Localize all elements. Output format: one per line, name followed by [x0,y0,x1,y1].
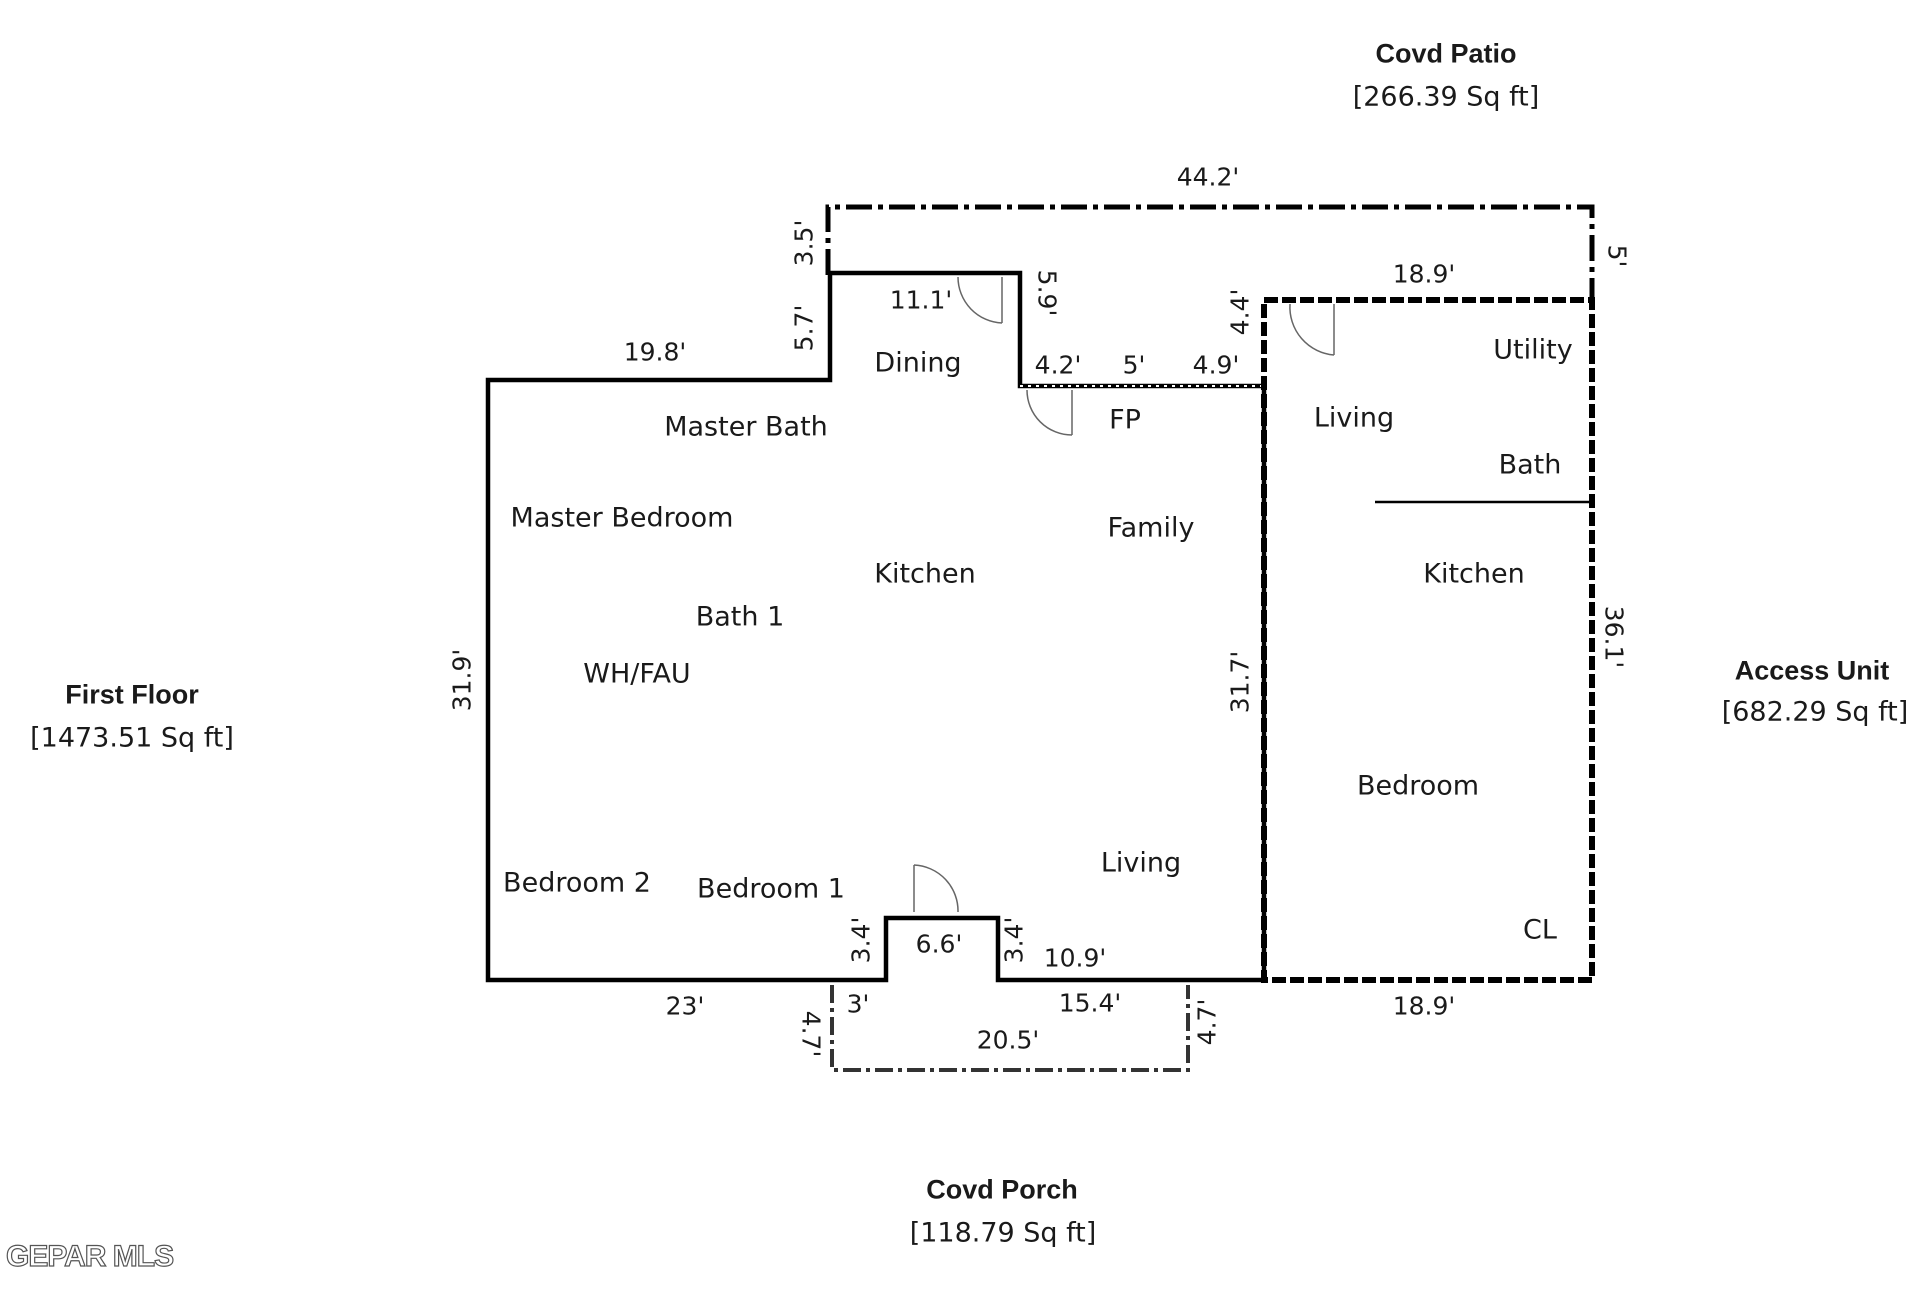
dim-patio-depth-left: 3.5' [789,219,819,267]
unit-room-bedroom: Bedroom [1356,770,1480,802]
dim-patio-width: 44.2' [1176,162,1240,192]
room-dining: Dining [874,347,962,379]
access-unit-title: Access Unit [1734,655,1890,686]
door-fp [1026,389,1073,436]
covd-porch-title: Covd Porch [926,1174,1078,1205]
first-floor-title: First Floor [65,679,199,710]
door-dining [957,276,1003,324]
dim-unit-top: 18.9' [1392,259,1456,289]
dim-dining-top: 11.1' [889,285,953,315]
covd-porch-size: [118.79 Sq ft] [909,1217,1097,1249]
dim-main-top-left: 19.8' [623,337,687,367]
room-master-bath: Master Bath [664,411,828,443]
unit-room-living: Living [1313,402,1395,434]
access-unit-wall [1261,297,1595,983]
room-master-bedroom: Master Bedroom [510,502,734,534]
dim-dining-right: 5.9' [1032,269,1062,317]
unit-room-cl: CL [1523,914,1557,946]
mls-logo: GEPAR MLS [5,1239,174,1273]
room-family: Family [1107,512,1195,544]
room-living: Living [1100,847,1182,879]
dim-entry-right: 3.4' [999,916,1029,964]
dim-upper-left-wall: 5.7' [789,304,819,352]
unit-room-kitchen: Kitchen [1423,558,1525,590]
unit-room-utility: Utility [1493,334,1573,366]
porch-outline [830,985,1190,1072]
dim-mid-wall: 31.7' [1225,650,1255,714]
dim-entry-left: 3.4' [846,916,876,964]
room-wh-fau: WH/FAU [583,658,691,690]
room-bath-1: Bath 1 [695,601,785,633]
door-entry [913,864,959,913]
dim-fp-right: 4.9' [1192,350,1240,380]
room-bedroom-2: Bedroom 2 [503,867,651,899]
door-unit [1289,303,1335,356]
dim-porch-left-offset: 3' [846,989,870,1019]
dim-unit-step: 4.4' [1225,288,1255,336]
patio-outline [825,204,1595,300]
dim-porch-depth-right: 4.7' [1192,998,1222,1046]
room-bedroom-1: Bedroom 1 [697,873,845,905]
dim-bottom-right-seg: 10.9' [1043,943,1107,973]
covd-patio-title: Covd Patio [1375,38,1517,69]
dim-patio-depth-right: 5' [1602,244,1632,268]
first-floor-size: [1473.51 Sq ft] [30,722,234,754]
room-fp: FP [1109,404,1141,436]
unit-room-bath: Bath [1498,449,1562,481]
dim-left-wall: 31.9' [447,648,477,712]
dim-porch-width: 20.5' [976,1025,1040,1055]
dim-unit-right: 36.1' [1599,605,1629,669]
dim-unit-bottom: 18.9' [1392,991,1456,1021]
dim-porch-right-seg: 15.4' [1058,988,1122,1018]
room-kitchen: Kitchen [874,558,976,590]
dim-bottom-left: 23' [665,991,705,1021]
dim-entry-width: 6.6' [915,929,963,959]
access-unit-size: [682.29 Sq ft] [1721,696,1909,728]
covd-patio-size: [266.39 Sq ft] [1352,81,1540,113]
dim-fp-left: 4.2' [1034,350,1082,380]
main-house-wall [485,270,1267,983]
dim-fp-mid: 5' [1122,350,1146,380]
dim-porch-depth-left: 4.7' [796,1010,826,1058]
